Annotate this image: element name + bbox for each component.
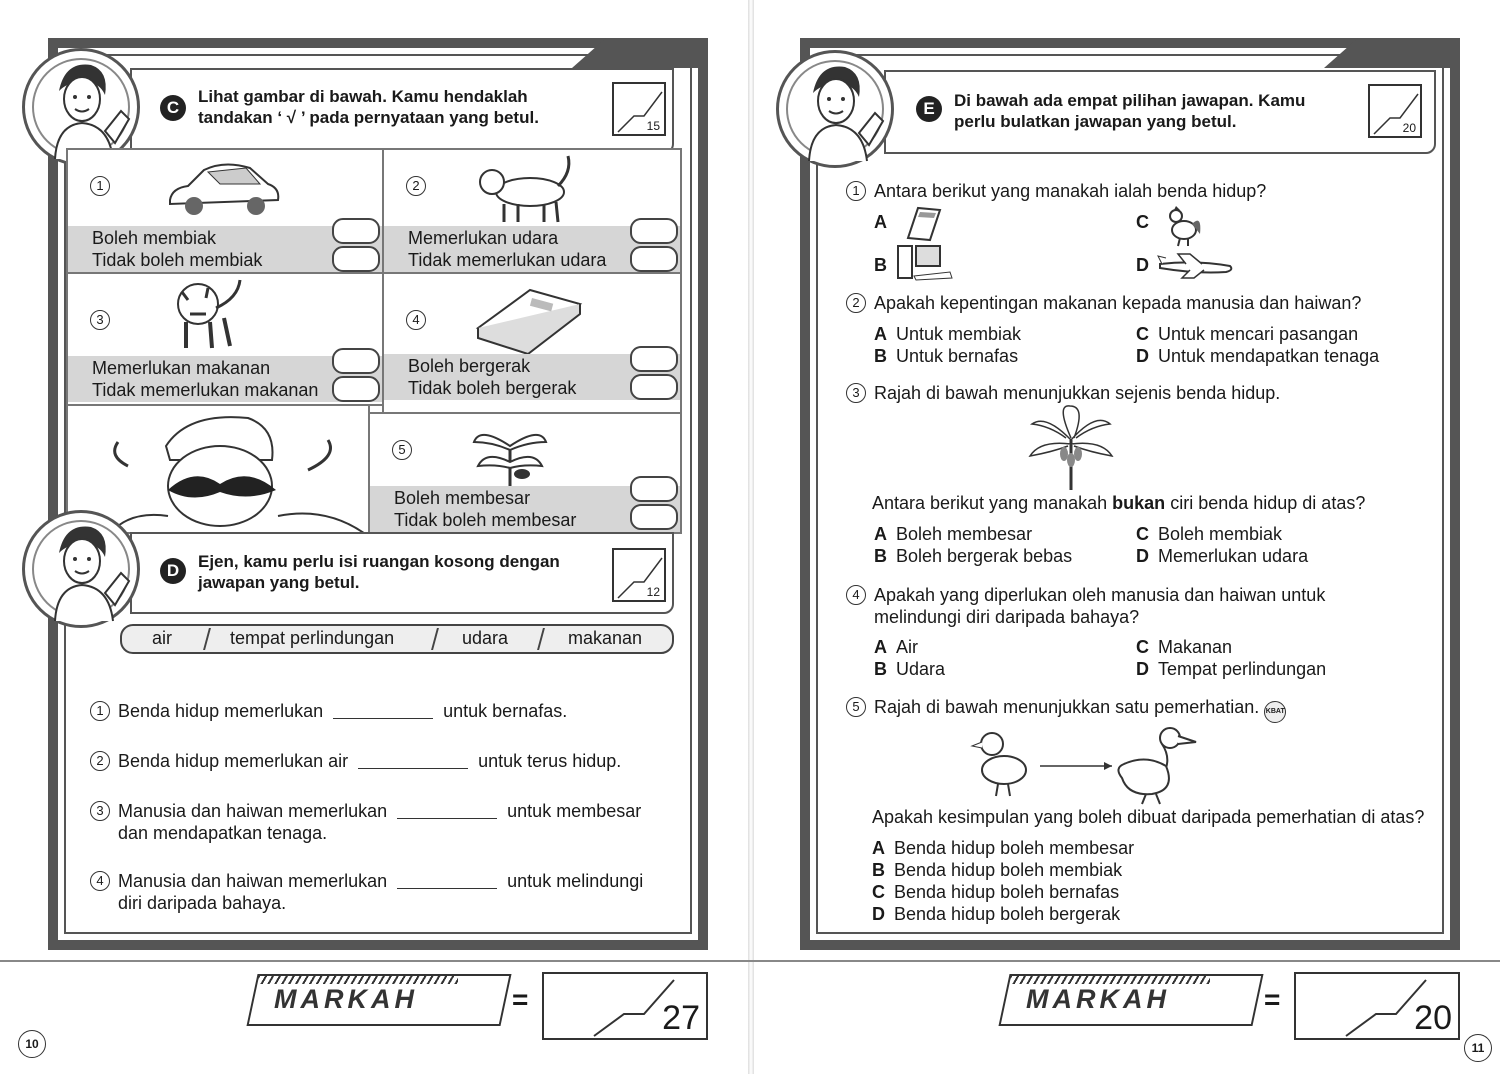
section-e-score-box: 20 [1368, 84, 1422, 138]
item-2-cat: 2 Memerlukan udara Tidak memerlukan udar… [382, 148, 682, 274]
mcq-1-option-a[interactable]: A [874, 212, 887, 232]
plant-icon [472, 434, 548, 486]
section-c-score-box: 15 [612, 82, 666, 136]
agent-avatar-e [776, 50, 894, 168]
agent-boy-icon [54, 64, 131, 160]
section-e-header [884, 70, 1436, 154]
tick-box-3b[interactable] [332, 376, 380, 402]
section-d-header [130, 532, 674, 614]
answer-blank-1[interactable] [333, 718, 434, 719]
section-c-instruction: Lihat gambar di bawah. Kamu hendaklah ta… [198, 87, 539, 127]
page-number-left: 10 [18, 1030, 46, 1058]
duckling-growth-icon [970, 727, 1197, 805]
tick-box-1a[interactable] [332, 218, 380, 244]
total-score-box-right: 20 [1294, 972, 1460, 1040]
tick-box-4a[interactable] [630, 346, 678, 372]
papaya-tree-icon [1028, 405, 1114, 490]
total-score-box-left: 27 [542, 972, 708, 1040]
section-d-instruction: Ejen, kamu perlu isi ruangan kosong deng… [198, 552, 560, 592]
mcq-1-option-b[interactable]: B [874, 255, 887, 275]
word-bank: air tempat perlindungan udara makanan [120, 624, 674, 654]
right-page-frame [800, 38, 1460, 950]
kbat-badge: KBAT [1264, 701, 1287, 723]
tick-box-5b[interactable] [630, 504, 678, 530]
cat-icon [479, 155, 571, 223]
mcq-5-ask: Apakah kesimpulan yang boleh dibuat dari… [872, 807, 1425, 827]
computer-icon [897, 245, 953, 281]
item-3-tiger: 3 Memerlukan makanan Tidak memerlukan ma… [66, 272, 384, 406]
agent-avatar-c [22, 48, 140, 166]
word-bank-item: makanan [568, 628, 643, 648]
agent-boy-icon [54, 526, 131, 622]
tick-box-1b[interactable] [332, 246, 380, 272]
rooster-icon [1169, 206, 1201, 247]
tiger-icon [177, 279, 242, 349]
mustache-man-icon [110, 416, 364, 532]
markah-label-left: MARKAH [244, 970, 514, 1034]
book-gutter [748, 0, 754, 1074]
item-1-car: 1 Boleh membiak Tidak boleh membiak [66, 148, 384, 274]
mcq-3-ask: Antara berikut yang manakah bukan ciri b… [872, 493, 1366, 513]
equals-sign-left: = [512, 984, 529, 1015]
mascot-panel [66, 404, 370, 534]
mcq-1-option-d[interactable]: D [1136, 255, 1149, 275]
page-number-right: 11 [1464, 1034, 1492, 1062]
section-d-letter: D [160, 558, 186, 584]
answer-blank-4[interactable] [397, 888, 498, 889]
agent-avatar-d [22, 510, 140, 628]
item-4-book: 4 Boleh bergerak Tidak boleh bergerak [382, 272, 682, 414]
markah-label-right: MARKAH [996, 970, 1266, 1034]
tick-box-3a[interactable] [332, 348, 380, 374]
answer-blank-2[interactable] [358, 768, 469, 769]
mcq-1-option-c[interactable]: C [1136, 212, 1149, 232]
section-d-score-box: 12 [612, 548, 666, 602]
word-bank-item: tempat perlindungan [230, 628, 395, 648]
section-e-letter: E [916, 96, 942, 122]
airplane-icon [1157, 253, 1233, 279]
word-bank-item: udara [462, 628, 509, 648]
tick-box-2a[interactable] [630, 218, 678, 244]
calculator-icon [906, 206, 942, 242]
item-5-plant: 5 Boleh membesar Tidak boleh membesar [368, 412, 682, 534]
tick-box-2b[interactable] [630, 246, 678, 272]
agent-boy-icon [808, 66, 885, 162]
book-icon [475, 288, 583, 354]
car-icon [169, 163, 280, 215]
page-bottom-rule [0, 960, 1500, 962]
word-bank-item: air [152, 628, 173, 648]
section-e-instruction: Di bawah ada empat pilihan jawapan. Kamu… [954, 91, 1306, 131]
answer-blank-3[interactable] [397, 818, 498, 819]
equals-sign-right: = [1264, 984, 1281, 1015]
tick-box-4b[interactable] [630, 374, 678, 400]
section-c-letter: C [160, 95, 186, 121]
tick-box-5a[interactable] [630, 476, 678, 502]
